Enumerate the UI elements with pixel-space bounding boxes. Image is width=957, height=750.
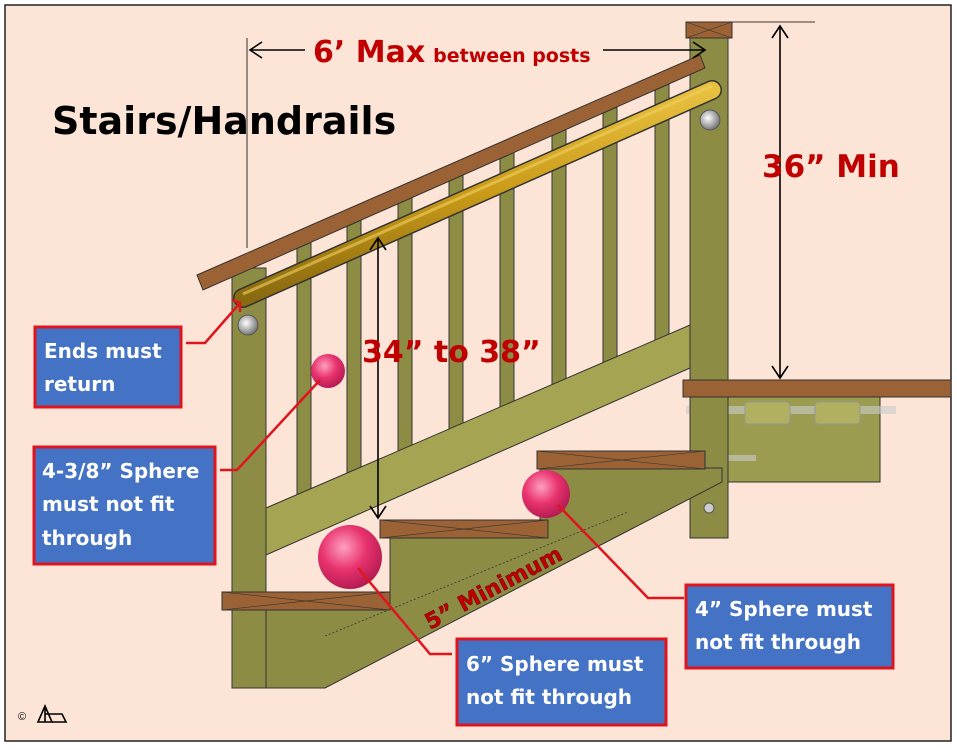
svg-text:4-3/8” Sphere: 4-3/8” Sphere [42, 459, 199, 483]
callout-ends-return: Ends must return [33, 325, 183, 409]
svg-text:not fit through: not fit through [466, 685, 632, 709]
svg-text:must not fit: must not fit [42, 492, 175, 516]
callout-sphere-6: 6” Sphere must not fit through [455, 637, 668, 727]
deck-board [682, 379, 952, 398]
copyright: © [18, 711, 26, 723]
svg-text:6” Sphere must: 6” Sphere must [466, 652, 644, 676]
top-rail [196, 54, 706, 291]
guard-height-label: 36” Min [762, 149, 900, 185]
handrail-bracket-icon [699, 109, 721, 131]
svg-text:4” Sphere must: 4” Sphere must [695, 597, 873, 621]
dimension-lines [246, 21, 815, 520]
handrail-height-label: 34” to 38” [362, 335, 541, 370]
sphere-4-3-8 [311, 354, 345, 388]
svg-text:not fit through: not fit through [695, 630, 861, 654]
handrail [233, 80, 722, 308]
callout-sphere-4-3-8: 4-3/8” Sphere must not fit through [32, 445, 217, 566]
left-post [231, 267, 267, 689]
svg-text:return: return [44, 372, 115, 396]
stringer-depth-line [324, 511, 629, 637]
callout-sphere-4: 4” Sphere must not fit through [684, 583, 895, 670]
svg-text:through: through [42, 526, 132, 550]
logo-icon [36, 704, 68, 723]
stair-treads [221, 450, 706, 611]
stair-stringer [231, 467, 723, 689]
svg-text:Ends must: Ends must [44, 339, 162, 363]
leader-lines [186, 298, 684, 656]
handrail-bracket-icon [237, 314, 259, 336]
page-title: Stairs/Handrails [52, 99, 396, 143]
deck-joist [686, 396, 896, 483]
sphere-6 [318, 525, 382, 589]
